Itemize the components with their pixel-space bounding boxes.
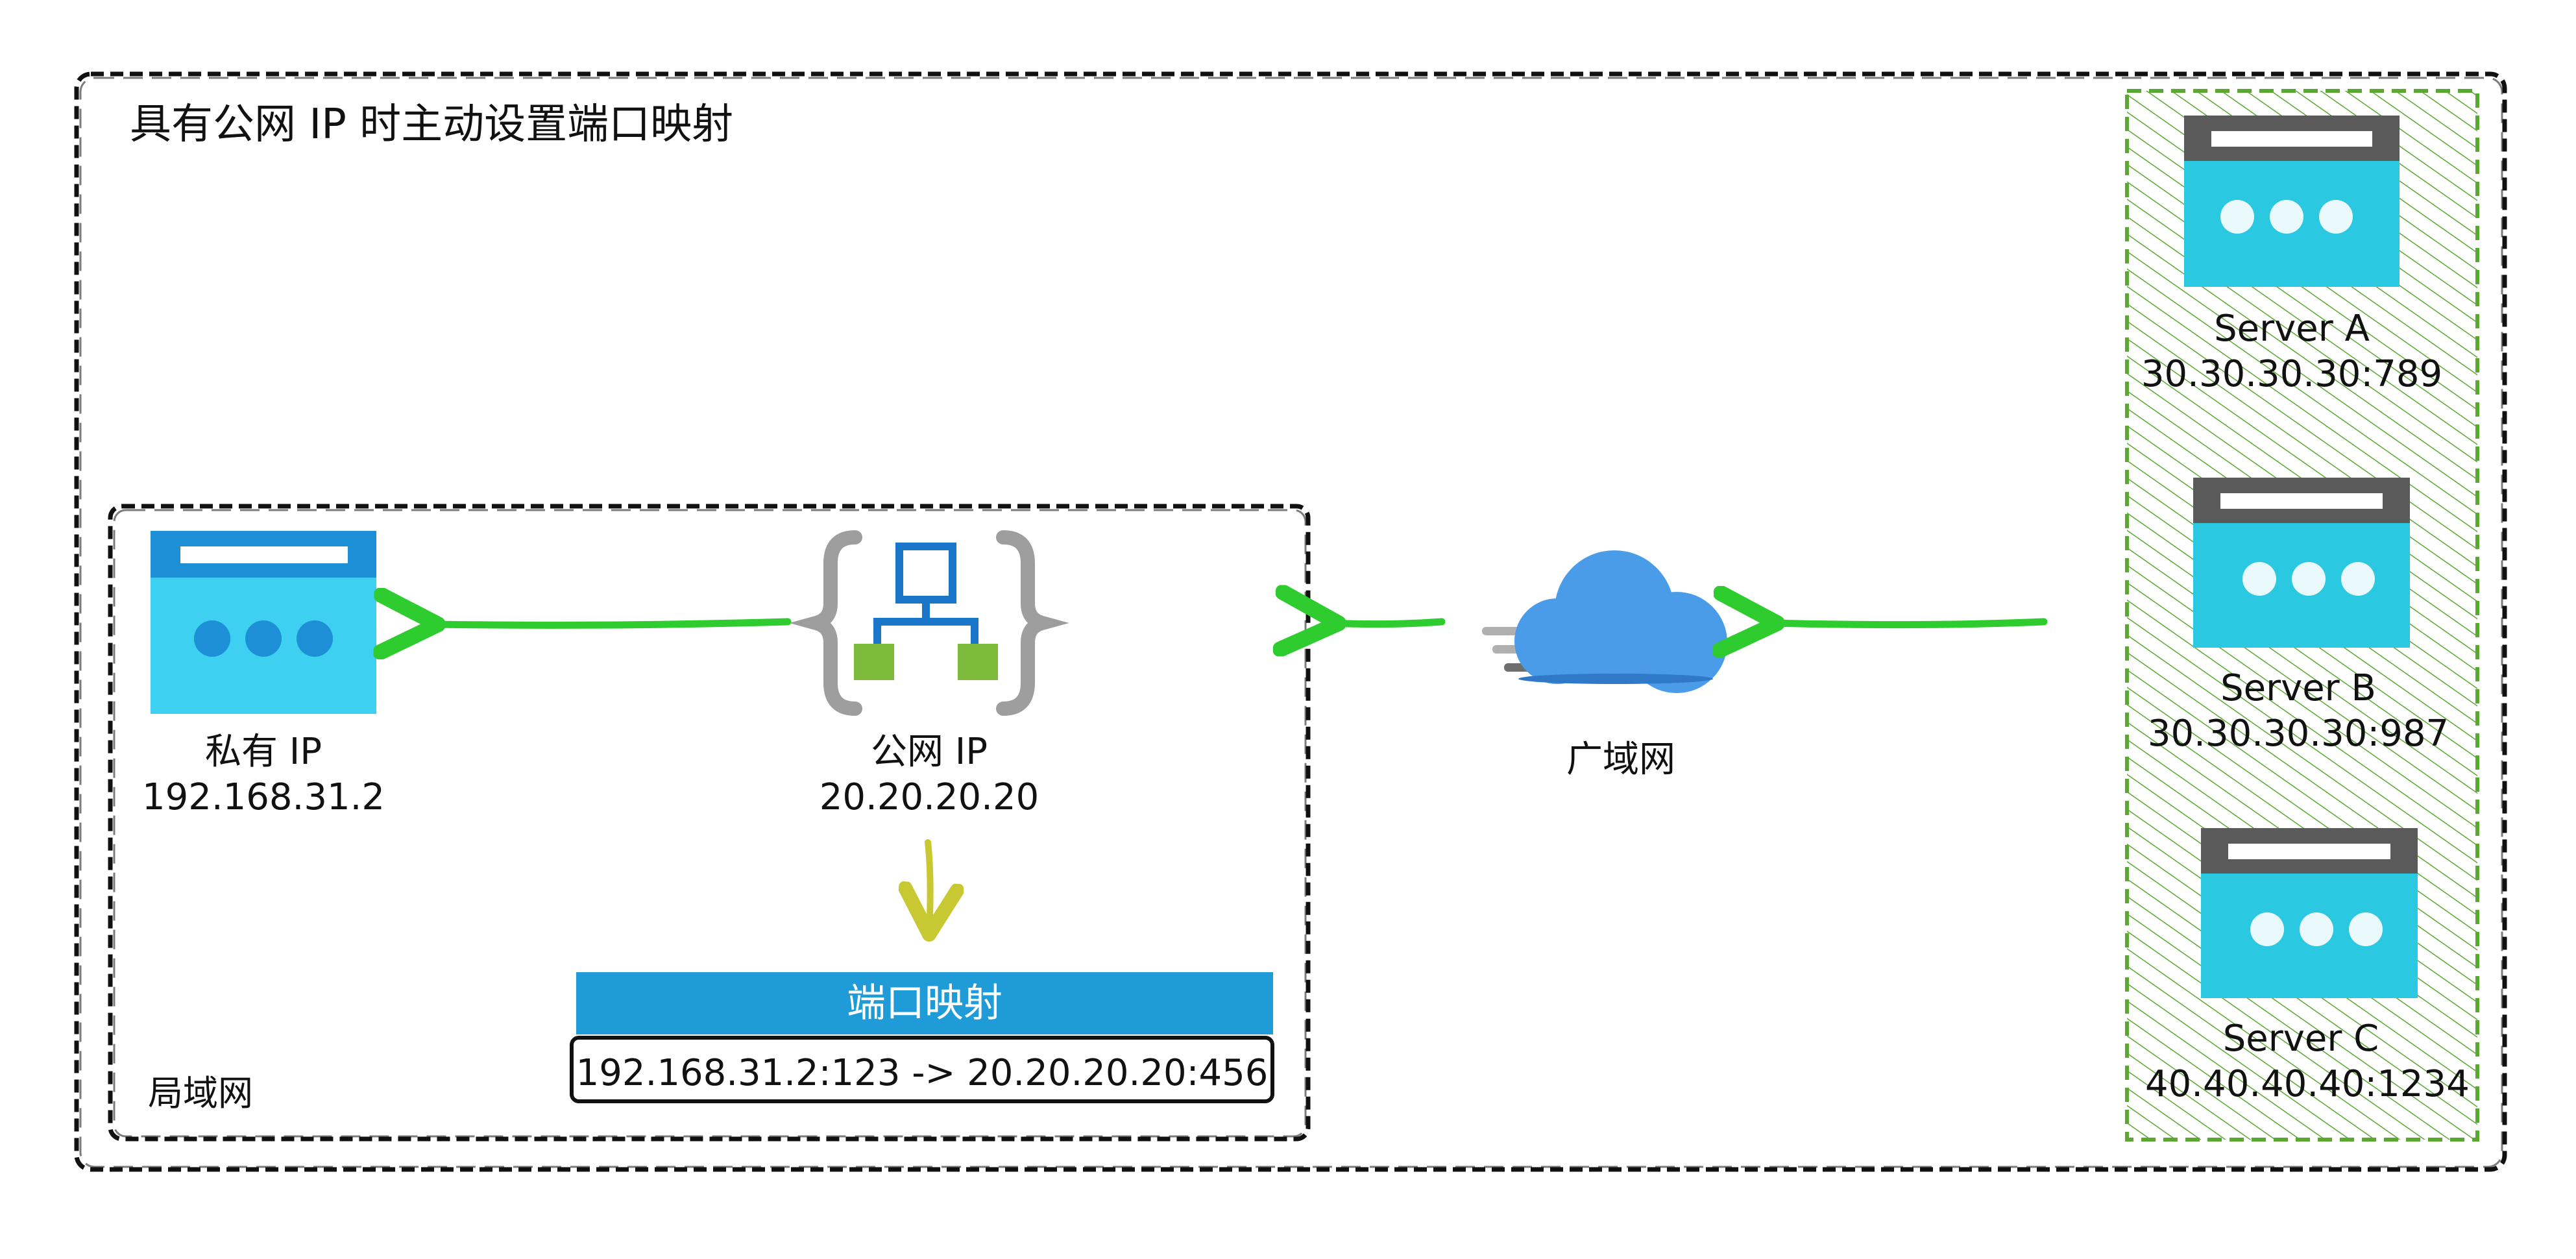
arrow-router-to-mapping bbox=[928, 839, 930, 935]
port-mapping-rule: 192.168.31.2:123 -> 20.20.20.20:456 bbox=[570, 1036, 1274, 1103]
private-device-ip: 192.168.31.2 bbox=[141, 776, 385, 818]
server-b-icon bbox=[2193, 478, 2410, 648]
server-a-label: Server A 30.30.30.30:789 bbox=[2136, 306, 2448, 397]
arrow-router-to-device bbox=[431, 622, 792, 625]
browser-window-icon bbox=[151, 531, 376, 714]
lan-label: 局域网 bbox=[148, 1073, 253, 1114]
server-c-icon bbox=[2201, 828, 2418, 998]
server-c-name: Server C bbox=[2222, 1018, 2379, 1060]
router-name: 公网 IP bbox=[870, 731, 988, 773]
diagram-title: 具有公网 IP 时主动设置端口映射 bbox=[130, 101, 734, 149]
private-device-label: 私有 IP 192.168.31.2 bbox=[134, 729, 393, 820]
router-label: 公网 IP 20.20.20.20 bbox=[799, 729, 1059, 820]
port-mapping-header: 端口映射 bbox=[576, 972, 1273, 1034]
arrow-servers-to-wan bbox=[1770, 622, 2048, 625]
arrow-wan-to-router bbox=[1331, 622, 1446, 624]
server-a-icon bbox=[2184, 116, 2400, 287]
server-b-addr: 30.30.30.30:987 bbox=[2147, 713, 2449, 755]
network-router-icon bbox=[789, 530, 1069, 716]
server-b-label: Server B 30.30.30.30:987 bbox=[2143, 666, 2454, 757]
server-b-name: Server B bbox=[2220, 667, 2376, 709]
server-c-addr: 40.40.40.40:1234 bbox=[2145, 1063, 2470, 1105]
wan-label: 广域网 bbox=[1566, 739, 1675, 781]
server-a-name: Server A bbox=[2214, 308, 2370, 350]
private-device-name: 私有 IP bbox=[204, 731, 322, 773]
cloud-icon bbox=[1482, 550, 1727, 693]
lan-boundary bbox=[108, 504, 1311, 1142]
router-ip: 20.20.20.20 bbox=[819, 776, 1039, 818]
server-a-addr: 30.30.30.30:789 bbox=[2141, 353, 2443, 395]
server-c-label: Server C 40.40.40.40:1234 bbox=[2145, 1016, 2470, 1107]
outer-boundary bbox=[74, 71, 2507, 1172]
